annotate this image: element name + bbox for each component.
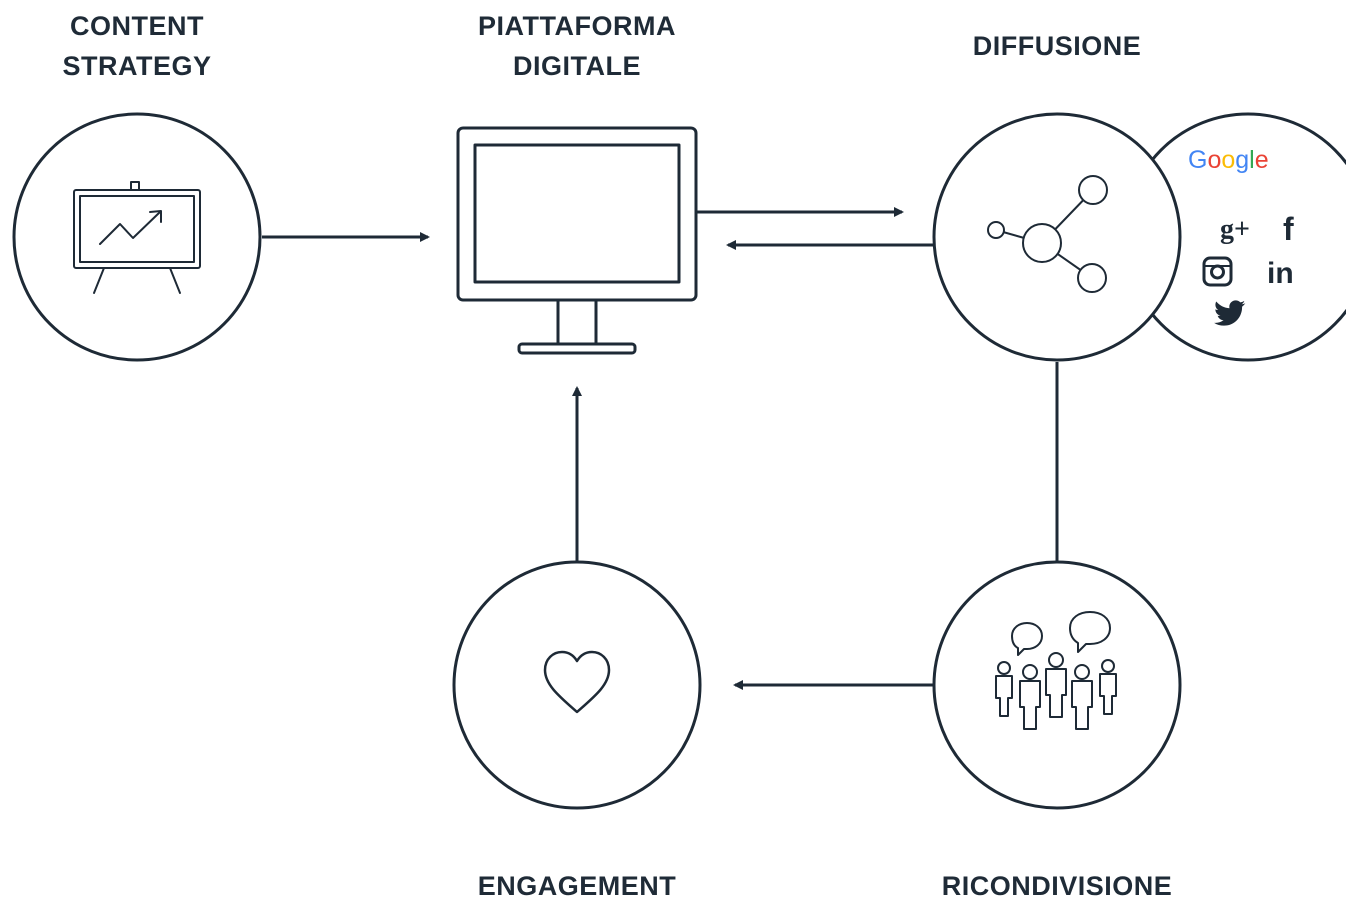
engagement-node — [452, 560, 702, 810]
diffusione-title-text: DIFFUSIONE — [972, 31, 1142, 61]
people-talking-icon — [995, 611, 1117, 730]
share-icon — [987, 175, 1108, 293]
monitor-icon — [456, 126, 698, 355]
piattaforma-title-line1: PIATTAFORMA — [478, 11, 676, 41]
engagement-title-text: ENGAGEMENT — [477, 871, 677, 901]
content-strategy-title-line2: STRATEGY — [62, 51, 212, 81]
content-strategy-node — [12, 112, 262, 362]
content-strategy-circle — [12, 112, 262, 362]
social-networks-node: Google g+ f in — [932, 112, 1346, 362]
connectors — [262, 207, 1059, 690]
piattaforma-title-line2: DIGITALE — [513, 51, 641, 81]
google-logo: Google — [1188, 146, 1269, 174]
instagram-icon — [1202, 256, 1233, 287]
diffusione-title: DIFFUSIONE — [973, 26, 1142, 66]
content-strategy-title: CONTENT STRATEGY — [62, 6, 211, 86]
ricondivisione-node — [932, 560, 1182, 810]
heart-icon — [543, 650, 611, 714]
engagement-circle — [452, 560, 702, 810]
linkedin-icon: in — [1267, 257, 1294, 290]
facebook-icon: f — [1283, 211, 1294, 247]
google-plus-icon: g+ — [1220, 214, 1250, 245]
twitter-icon — [1214, 300, 1246, 326]
engagement-title: ENGAGEMENT — [478, 866, 677, 906]
presentation-board-icon — [73, 181, 201, 294]
ricondivisione-title-text: RICONDIVISIONE — [941, 871, 1173, 901]
ricondivisione-title: RICONDIVISIONE — [942, 866, 1173, 906]
piattaforma-digitale-title: PIATTAFORMA DIGITALE — [478, 6, 676, 86]
content-strategy-title-line1: CONTENT — [69, 11, 204, 41]
